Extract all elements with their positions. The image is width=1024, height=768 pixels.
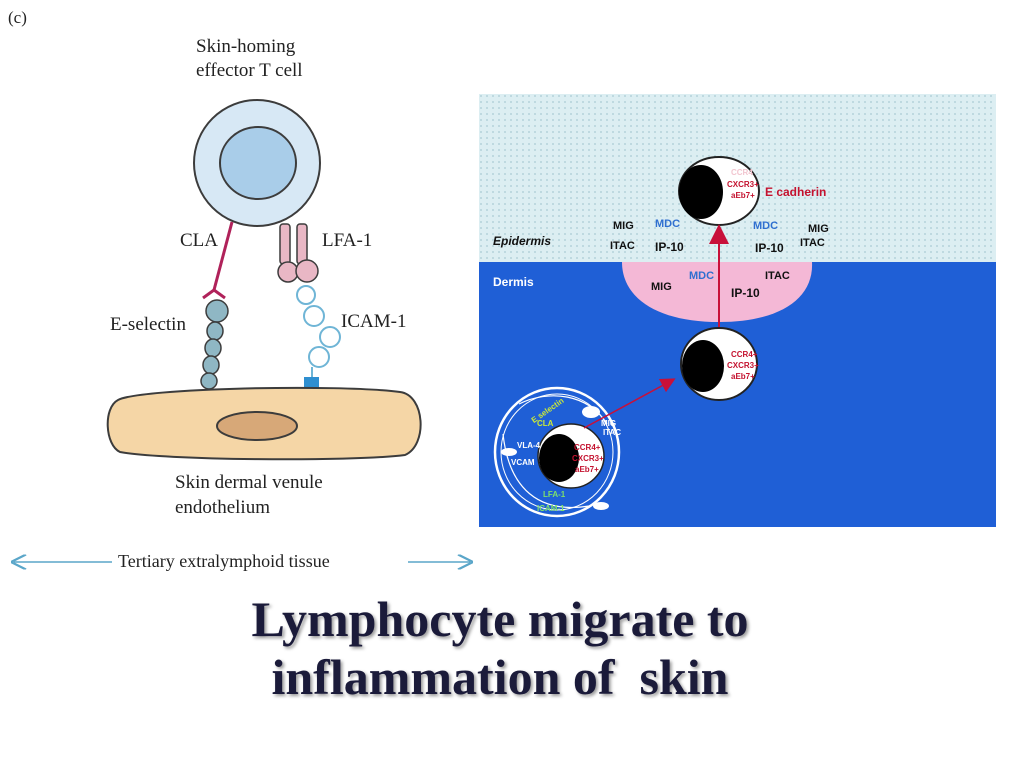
vessel-cla: CLA	[537, 419, 554, 428]
chemokine-blob	[622, 262, 813, 322]
top-cell-ccr4: CCR4	[731, 168, 753, 177]
slide-title: Lymphocyte migrate to inflammation of sk…	[0, 590, 1000, 706]
icam1-chain	[296, 285, 341, 378]
mid-cell-ccr4: CCR4+	[731, 350, 758, 359]
vessel-cxcr3: CXCR3+	[572, 454, 604, 463]
vessel-icam1: ICAM-1	[537, 504, 565, 513]
left-diagram	[0, 99, 480, 590]
lfa1-label: LFA-1	[322, 230, 373, 251]
cla-line	[212, 221, 234, 291]
tissue-caption: Tertiary extralymphoid tissue	[118, 551, 330, 571]
vessel-vla4: VLA-4	[517, 441, 541, 450]
e-selectin-label: E-selectin	[110, 314, 186, 335]
epidermis-label: Epidermis	[493, 234, 552, 248]
endothelium-label-line2: endothelium	[175, 497, 270, 518]
blood-vessel	[493, 386, 621, 518]
mid-cell-aeb7: aEb7+	[731, 372, 755, 381]
vessel-vcam: VCAM	[511, 458, 535, 467]
endothelium-nucleus	[216, 411, 298, 441]
epi-mdc-left: MDC	[655, 218, 681, 230]
e-cadherin-label: E cadherin	[765, 185, 827, 199]
icam1-label: ICAM-1	[341, 311, 407, 332]
cell-title-line1: Skin-homing	[196, 36, 296, 57]
t-cell-nucleus	[219, 126, 297, 200]
figure-label: (c)	[8, 8, 27, 27]
blob-mdc: MDC	[689, 270, 715, 282]
blob-itac: ITAC	[765, 270, 790, 282]
epi-mig-left: MIG	[613, 220, 634, 232]
skin-migration-panel: Epidermis Dermis CCR4 CXCR3+ aEb7+ E cad…	[479, 94, 996, 527]
dermis-label: Dermis	[493, 275, 534, 289]
vessel-itac: ITAC	[603, 428, 622, 437]
epidermal-t-cell-nucleus	[679, 165, 723, 219]
cell-title-line2: effector T cell	[196, 60, 303, 81]
dermal-t-cell-nucleus	[682, 340, 724, 392]
top-cell-cxcr3: CXCR3+	[727, 180, 759, 189]
cla-label: CLA	[180, 230, 218, 251]
lfa1-receptor	[277, 223, 319, 283]
epi-itac-left: ITAC	[610, 240, 635, 252]
epi-itac-right: ITAC	[800, 237, 825, 249]
icam1-anchor	[304, 377, 319, 389]
cla-fork	[202, 288, 226, 300]
e-selectin-chain	[200, 299, 229, 390]
slide-title-line1: Lymphocyte migrate to	[251, 591, 749, 647]
vessel-lfa1: LFA-1	[543, 490, 566, 499]
epi-ip10-right: IP-10	[755, 241, 784, 255]
vessel-ccr4: CCR4+	[574, 443, 601, 452]
migration-arrow-out	[583, 378, 676, 429]
vessel-mig: MIG	[601, 419, 617, 428]
epi-ip10-left: IP-10	[655, 240, 684, 254]
blob-mig: MIG	[651, 281, 672, 293]
blob-ip10: IP-10	[731, 286, 760, 300]
vessel-aeb7: aEb7+	[575, 465, 599, 474]
mid-cell-cxcr3: CXCR3+	[727, 361, 759, 370]
top-cell-aeb7: aEb7+	[731, 191, 755, 200]
epi-mdc-right: MDC	[753, 220, 779, 232]
slide-title-line2: inflammation of skin	[271, 649, 729, 705]
epi-mig-right: MIG	[808, 223, 829, 235]
endothelium-label-line1: Skin dermal venule	[175, 472, 323, 493]
